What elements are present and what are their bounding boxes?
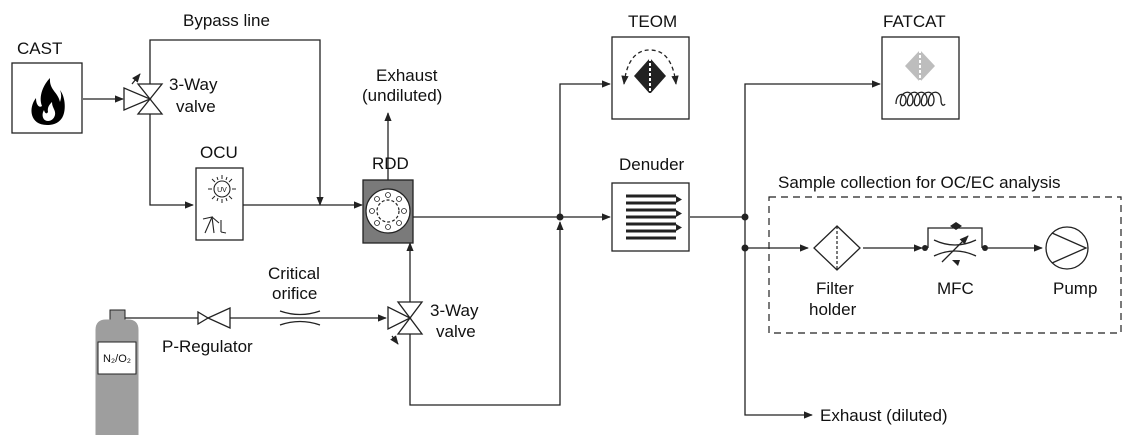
teom-label: TEOM xyxy=(628,12,677,31)
ocu-unit: OCU UV xyxy=(195,143,244,241)
gas-cylinder: N₂/O₂ xyxy=(95,309,139,435)
cast-label: CAST xyxy=(17,39,62,58)
mass-flow-controller: MFC xyxy=(922,222,988,298)
oscillation-arc-icon xyxy=(621,49,679,85)
fatcat-label: FATCAT xyxy=(883,12,946,31)
cylinder-label: N₂/O₂ xyxy=(103,353,131,365)
junction-dots xyxy=(556,213,749,252)
cast-unit: CAST xyxy=(11,39,83,134)
three-way-valve-bottom: 3-Way valve xyxy=(387,301,479,345)
fan-icon xyxy=(202,216,227,234)
valve-top-label-line1: 3-Way xyxy=(169,75,218,94)
ocu-label: OCU xyxy=(200,143,238,162)
valve-top-label-line2: valve xyxy=(176,97,216,116)
p-regulator-label: P-Regulator xyxy=(162,337,253,356)
rdd-label: RDD xyxy=(372,154,409,173)
three-way-valve-top: 3-Way valve xyxy=(123,73,218,116)
rdd-unit: RDD xyxy=(362,154,414,244)
denuder-label: Denuder xyxy=(619,155,685,174)
pressure-regulator: P-Regulator xyxy=(162,306,253,356)
uv-label: UV xyxy=(217,187,227,194)
filter-diamond-icon xyxy=(905,50,935,82)
teom-unit: TEOM xyxy=(611,12,690,120)
sample-collection-label: Sample collection for OC/EC analysis xyxy=(778,173,1061,192)
critical-orifice-line1: Critical xyxy=(268,264,320,283)
pump-label: Pump xyxy=(1053,279,1097,298)
critical-orifice: Critical orifice xyxy=(268,264,321,326)
pump: Pump xyxy=(1045,226,1097,298)
heating-coil-icon xyxy=(895,91,946,107)
sample-collection-group: Sample collection for OC/EC analysis Fil… xyxy=(768,173,1122,334)
critical-orifice-line2: orifice xyxy=(272,284,317,303)
filter-holder-line1: Filter xyxy=(816,279,854,298)
exhaust-undiluted-line2: (undiluted) xyxy=(362,86,442,105)
uv-lamp-icon: UV xyxy=(208,175,236,203)
connection-lines xyxy=(83,39,1043,419)
exhaust-diluted-label: Exhaust (diluted) xyxy=(820,406,948,425)
filter-holder-line2: holder xyxy=(809,300,857,319)
exhaust-undiluted-line1: Exhaust xyxy=(376,66,438,85)
valve-bottom-label-line2: valve xyxy=(436,322,476,341)
filter-holder: Filter holder xyxy=(809,225,861,319)
mfc-label: MFC xyxy=(937,279,974,298)
valve-bottom-label-line1: 3-Way xyxy=(430,301,479,320)
fatcat-unit: FATCAT xyxy=(881,12,960,120)
denuder-unit: Denuder xyxy=(611,155,690,252)
bypass-label: Bypass line xyxy=(183,11,270,30)
flame-icon xyxy=(31,78,65,125)
